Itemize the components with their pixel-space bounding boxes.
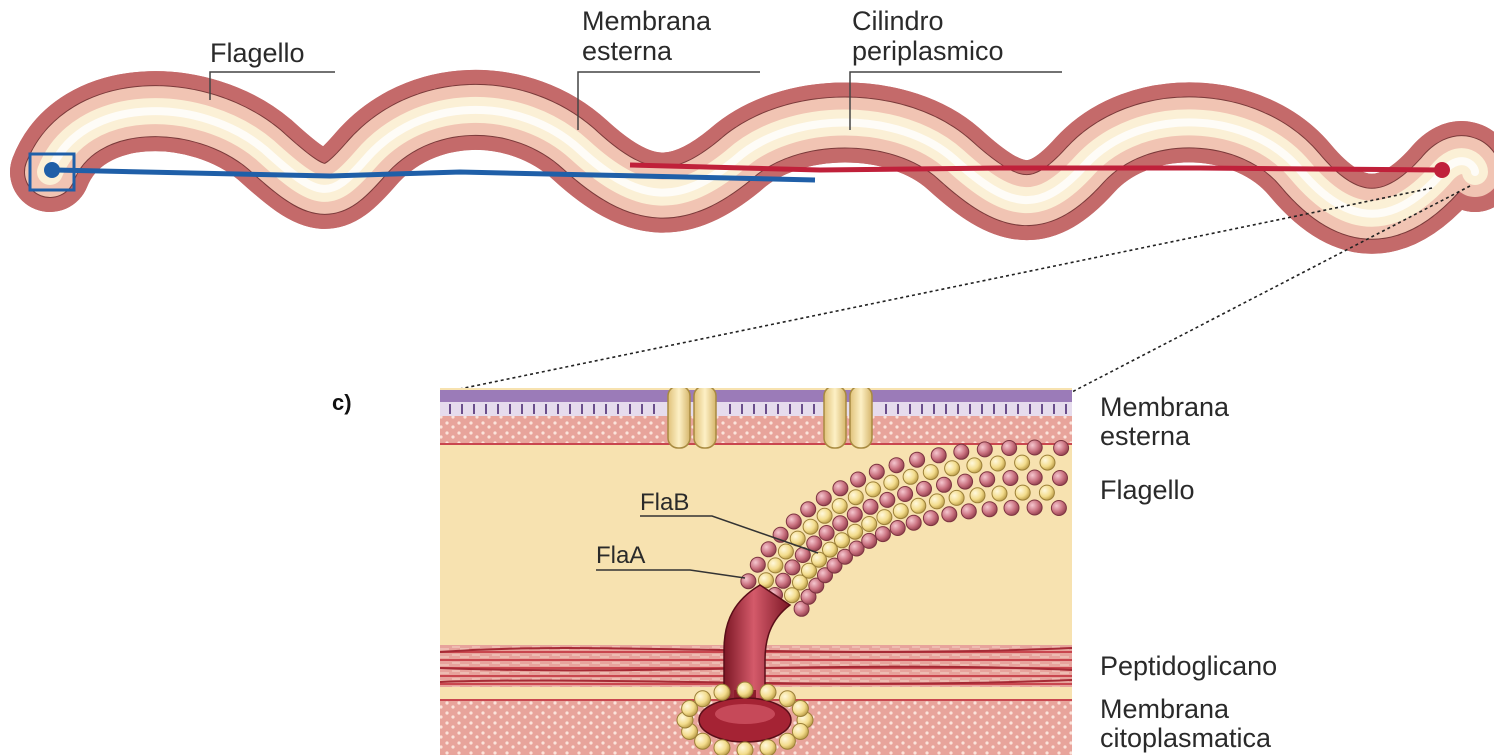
flaa-subunit — [958, 474, 973, 489]
panel-letter: c) — [332, 390, 352, 416]
flaa-subunit — [807, 536, 822, 551]
motor-subunit — [760, 740, 776, 755]
detail-panel — [440, 386, 1072, 755]
outer-membrane — [440, 390, 1072, 444]
flaa-subunit — [961, 504, 976, 519]
flab-subunit — [949, 490, 964, 505]
flaa-subunit — [851, 472, 866, 487]
flaa-subunit — [910, 452, 925, 467]
motor-subunit — [714, 684, 730, 700]
flaa-subunit — [906, 515, 921, 530]
flab-subunit — [832, 499, 847, 514]
flab-subunit — [923, 465, 938, 480]
motor-subunit — [779, 733, 795, 749]
flaa-subunit — [917, 481, 932, 496]
flaa-subunit — [954, 444, 969, 459]
motor-subunit — [714, 740, 730, 755]
motor-subunit — [760, 684, 776, 700]
flaa-subunit — [1027, 500, 1042, 515]
flaa-subunit — [1027, 440, 1042, 455]
flab-subunit — [803, 519, 818, 534]
flaa-subunit — [801, 502, 816, 517]
flaa-subunit — [890, 521, 905, 536]
flab-subunit — [990, 456, 1005, 471]
label-membrana-esterna-1: Membrana — [1100, 392, 1229, 422]
label-cilindro-1: Cilindro — [852, 6, 944, 36]
flab-subunit — [1039, 485, 1054, 500]
label-flaa: FlaA — [596, 543, 645, 569]
flaa-subunit — [1053, 471, 1068, 486]
flab-subunit — [1015, 485, 1030, 500]
label-membrana-cito-2: citoplasmatica — [1100, 723, 1271, 753]
flaa-subunit — [776, 573, 791, 588]
motor-subunit — [695, 691, 711, 707]
flaa-subunit — [761, 542, 776, 557]
flab-subunit — [945, 461, 960, 476]
flaa-subunit — [863, 499, 878, 514]
flaa-subunit — [931, 448, 946, 463]
label-membrana-cito-1: Membrana — [1100, 694, 1229, 724]
flab-subunit — [835, 533, 850, 548]
label-flab: FlaB — [640, 490, 689, 516]
flab-subunit — [970, 488, 985, 503]
label-membrana-esterna-top-2: esterna — [582, 36, 672, 66]
flaa-subunit — [977, 442, 992, 457]
label-peptidoglicano: Peptidoglicano — [1100, 651, 1277, 681]
flaa-subunit — [1003, 471, 1018, 486]
flaa-subunit — [898, 487, 913, 502]
flaa-subunit — [833, 481, 848, 496]
flaa-subunit — [847, 507, 862, 522]
flab-subunit — [768, 558, 783, 573]
motor-subunit — [792, 701, 808, 717]
flaa-subunit — [1002, 441, 1017, 456]
flab-subunit — [911, 498, 926, 513]
flaa-subunit — [750, 557, 765, 572]
flab-subunit — [1015, 455, 1030, 470]
flaa-subunit — [741, 574, 756, 589]
flaa-subunit — [1051, 501, 1066, 516]
flaa-subunit — [880, 492, 895, 507]
flab-subunit — [877, 510, 892, 525]
flaa-subunit — [980, 472, 995, 487]
flaa-subunit — [862, 533, 877, 548]
flaa-subunit — [942, 507, 957, 522]
flab-subunit — [848, 490, 863, 505]
flaa-subunit — [982, 502, 997, 517]
basal-body-motor — [699, 698, 791, 742]
flab-subunit — [884, 475, 899, 490]
flaa-subunit — [1027, 470, 1042, 485]
motor-subunit — [737, 682, 753, 698]
flaa-subunit — [816, 491, 831, 506]
flab-subunit — [903, 469, 918, 484]
flab-subunit — [862, 517, 877, 532]
label-flagello-top: Flagello — [210, 38, 305, 68]
flab-subunit — [929, 494, 944, 509]
flab-subunit — [778, 544, 793, 559]
flab-subunit — [866, 482, 881, 497]
flab-subunit — [848, 524, 863, 539]
flaa-subunit — [923, 511, 938, 526]
flab-subunit — [893, 504, 908, 519]
spirochete-body — [50, 110, 1475, 214]
flaa-subunit — [785, 560, 800, 575]
flab-subunit — [1040, 455, 1055, 470]
flaa-subunit — [786, 514, 801, 529]
label-flagello: Flagello — [1100, 475, 1195, 505]
flaa-subunit — [819, 526, 834, 541]
label-cilindro-2: periplasmico — [852, 36, 1004, 66]
flaa-subunit — [875, 527, 890, 542]
flaa-subunit — [869, 464, 884, 479]
flaa-subunit — [1054, 441, 1069, 456]
flaa-subunit — [937, 477, 952, 492]
label-membrana-esterna-top-1: Membrana — [582, 6, 711, 36]
flaa-subunit — [889, 458, 904, 473]
label-membrana-esterna-2: esterna — [1100, 421, 1190, 451]
flaa-subunit — [1004, 500, 1019, 515]
motor-subunit — [737, 742, 753, 755]
flab-subunit — [817, 508, 832, 523]
flaa-subunit — [833, 516, 848, 531]
flab-subunit — [992, 486, 1007, 501]
flab-subunit — [967, 458, 982, 473]
